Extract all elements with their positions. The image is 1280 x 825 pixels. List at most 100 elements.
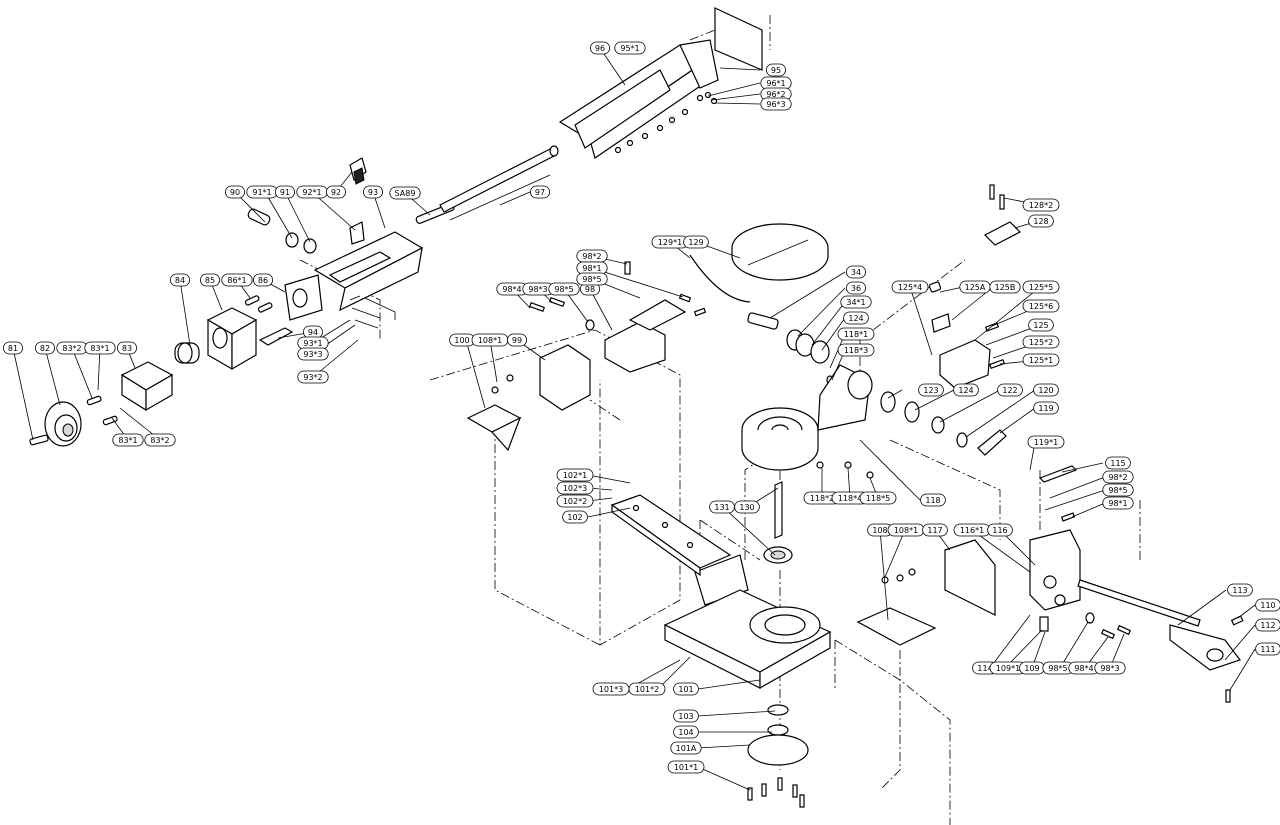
callout-110: 110 bbox=[1255, 598, 1280, 612]
callout-118s1: 118*1 bbox=[837, 327, 875, 341]
callout-83s2a: 83*2 bbox=[56, 341, 88, 355]
callout-label: 83*1 bbox=[90, 344, 109, 353]
callout-label: 94 bbox=[308, 328, 318, 337]
callout-bubble bbox=[673, 709, 699, 723]
callout-label: 125*5 bbox=[1029, 283, 1053, 292]
callout-34: 34 bbox=[846, 265, 867, 279]
callout-label: 128*2 bbox=[1029, 201, 1053, 210]
callout-96s1: 96*1 bbox=[760, 76, 792, 90]
callout-label: 98*4 bbox=[1074, 664, 1093, 673]
callout-95: 95 bbox=[766, 63, 787, 77]
callout-label: 118*5 bbox=[866, 494, 890, 503]
callout-128: 128 bbox=[1028, 214, 1054, 228]
callout-bubble bbox=[1094, 661, 1126, 675]
callout-bubble bbox=[673, 725, 699, 739]
callout-112: 112 bbox=[1255, 618, 1280, 632]
callout-81: 81 bbox=[3, 341, 24, 355]
callout-94: 94 bbox=[302, 325, 323, 339]
callout-90: 90 bbox=[224, 185, 245, 199]
callout-bubble bbox=[562, 510, 588, 524]
callout-bubble bbox=[953, 383, 979, 397]
callout-bubble bbox=[846, 281, 867, 295]
callout-bubble bbox=[274, 185, 295, 199]
callout-bubble bbox=[846, 265, 867, 279]
motor-mount-assembly bbox=[928, 184, 1022, 389]
callout-label: 86*1 bbox=[227, 276, 246, 285]
callout-label: 98*2 bbox=[1108, 473, 1127, 482]
callout-label: 125A bbox=[965, 283, 986, 292]
callout-label: 82 bbox=[40, 344, 50, 353]
callout-bubble bbox=[837, 343, 875, 357]
callout-bubble bbox=[199, 273, 220, 287]
callout-label: 108*1 bbox=[894, 526, 918, 535]
callout-92s1: 92*1 bbox=[296, 185, 328, 199]
handwheel-assembly bbox=[29, 295, 273, 447]
callout-label: 108*1 bbox=[478, 336, 502, 345]
callout-label: 125*6 bbox=[1029, 302, 1053, 311]
callout-91: 91 bbox=[274, 185, 295, 199]
callout-bubble bbox=[628, 682, 666, 696]
callout-label: 99 bbox=[512, 336, 522, 345]
callout-bubble bbox=[362, 185, 383, 199]
callout-125s2: 125*2 bbox=[1022, 335, 1060, 349]
callout-label: SA89 bbox=[395, 189, 416, 198]
callout-102: 102 bbox=[562, 510, 588, 524]
callout-label: 92 bbox=[331, 188, 341, 197]
callout-label: 101*3 bbox=[599, 685, 623, 694]
callout-label: 116*1 bbox=[960, 526, 984, 535]
callout-bubble bbox=[297, 347, 329, 361]
callout-bubble bbox=[1033, 383, 1059, 397]
callout-101s2: 101*2 bbox=[628, 682, 666, 696]
callout-98s5c: 98*5 bbox=[1102, 483, 1134, 497]
callout-101: 101 bbox=[673, 682, 699, 696]
callout-bubble bbox=[1105, 456, 1131, 470]
callout-bubble bbox=[548, 282, 580, 296]
callout-bubble bbox=[556, 494, 594, 508]
callout-bubble bbox=[1028, 214, 1054, 228]
callout-bubble bbox=[673, 682, 699, 696]
callout-96: 96 bbox=[590, 41, 611, 55]
callout-125b: 125B bbox=[989, 280, 1021, 294]
callout-label: 104 bbox=[678, 728, 693, 737]
callout-bubble bbox=[1022, 299, 1060, 313]
callout-101s1: 101*1 bbox=[667, 760, 705, 774]
callout-label: 119*1 bbox=[1034, 438, 1058, 447]
callout-label: 115 bbox=[1110, 459, 1125, 468]
callout-bubble bbox=[35, 341, 56, 355]
callout-125s4: 125*4 bbox=[891, 280, 929, 294]
callout-bubble bbox=[84, 341, 116, 355]
callout-label: 102 bbox=[567, 513, 582, 522]
callout-128s2: 128*2 bbox=[1022, 198, 1060, 212]
callout-label: 98*1 bbox=[1108, 499, 1127, 508]
callout-98s2a: 98*2 bbox=[576, 249, 608, 263]
callout-98s5a: 98*5 bbox=[548, 282, 580, 296]
callout-125s6: 125*6 bbox=[1022, 299, 1060, 313]
callout-label: 102*1 bbox=[563, 471, 587, 480]
callout-label: 86 bbox=[258, 276, 268, 285]
callout-label: 100 bbox=[454, 336, 469, 345]
callout-label: 81 bbox=[8, 344, 18, 353]
callout-label: 130 bbox=[739, 503, 754, 512]
callout-125s1: 125*1 bbox=[1022, 353, 1060, 367]
callout-bubble bbox=[1102, 483, 1134, 497]
callout-bubble bbox=[1227, 583, 1253, 597]
callout-111: 111 bbox=[1255, 642, 1280, 656]
callout-118: 118 bbox=[920, 493, 946, 507]
callout-bubble bbox=[1255, 642, 1280, 656]
right-table-assembly bbox=[856, 465, 1244, 703]
callout-bubble bbox=[760, 97, 792, 111]
callout-91s1: 91*1 bbox=[246, 185, 278, 199]
callout-bubble bbox=[891, 280, 929, 294]
callout-label: 98*5 bbox=[1108, 486, 1127, 495]
callout-label: 128 bbox=[1033, 217, 1048, 226]
callout-117: 117 bbox=[922, 523, 948, 537]
callout-119: 119 bbox=[1033, 401, 1059, 415]
callout-bubble bbox=[252, 273, 273, 287]
callout-label: 125*4 bbox=[898, 283, 922, 292]
callout-label: 101*1 bbox=[674, 763, 698, 772]
callout-129: 129 bbox=[683, 235, 709, 249]
callout-bubble bbox=[530, 185, 551, 199]
callout-bubble bbox=[224, 185, 245, 199]
callout-label: 98*1 bbox=[582, 264, 601, 273]
